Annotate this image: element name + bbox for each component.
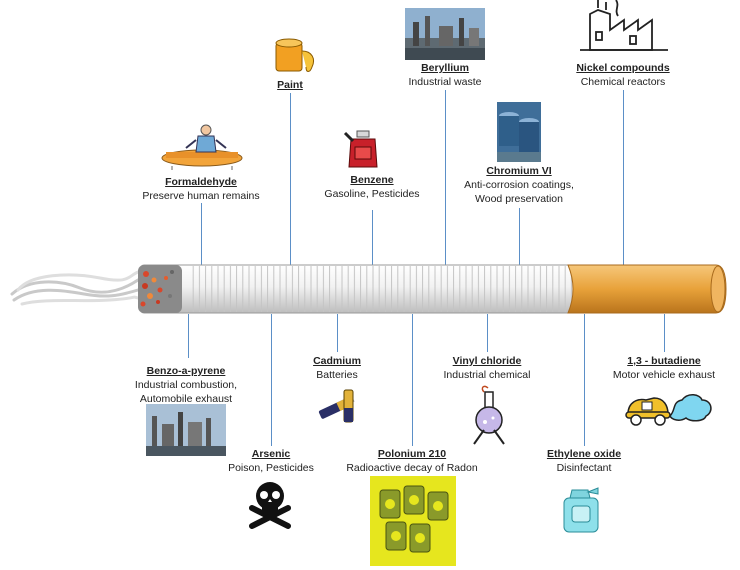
paint-can-icon bbox=[275, 38, 315, 72]
name-polonium: Polonium 210 bbox=[377, 448, 447, 460]
factory-photo-icon bbox=[405, 8, 485, 60]
skull-crossbones-icon bbox=[249, 482, 291, 529]
label-formaldehyde: Formaldehyde Preserve human remains bbox=[131, 175, 271, 203]
desc-formaldehyde: Preserve human remains bbox=[142, 190, 260, 202]
desc-arsenic: Poison, Pesticides bbox=[228, 462, 314, 474]
connector-paint bbox=[290, 93, 292, 267]
name-beryllium: Beryllium bbox=[421, 62, 469, 74]
connector-beryllium bbox=[445, 90, 447, 267]
name-nickel: Nickel compounds bbox=[576, 62, 670, 74]
burning-tip bbox=[138, 265, 182, 313]
label-vinyl: Vinyl chloride Industrial chemical bbox=[432, 354, 542, 382]
gas-can-icon bbox=[343, 130, 378, 168]
label-beryllium: Beryllium Industrial waste bbox=[390, 61, 500, 89]
name-vinyl: Vinyl chloride bbox=[452, 355, 522, 367]
name-paint: Paint bbox=[277, 79, 303, 91]
connector-vinyl bbox=[487, 314, 489, 352]
desc-beryllium: Industrial waste bbox=[408, 76, 482, 88]
label-benzene: Benzene Gasoline, Pesticides bbox=[312, 173, 432, 201]
desc-cadmium: Batteries bbox=[316, 369, 358, 381]
name-arsenic: Arsenic bbox=[251, 448, 291, 460]
label-polonium: Polonium 210 Radioactive decay of Radon bbox=[337, 447, 487, 475]
connector-arsenic bbox=[271, 314, 273, 446]
connector-formaldehyde bbox=[201, 203, 203, 267]
label-arsenic: Arsenic Poison, Pesticides bbox=[216, 447, 326, 475]
connector-polonium bbox=[412, 314, 414, 446]
label-paint: Paint bbox=[260, 78, 320, 92]
label-chromium: Chromium VI Anti-corrosion coatings, Woo… bbox=[449, 164, 589, 206]
desc-ethylene: Disinfectant bbox=[556, 462, 612, 474]
desc-nickel: Chemical reactors bbox=[580, 76, 666, 88]
name-benzene: Benzene bbox=[350, 174, 394, 186]
desc-benzo-2: Automobile exhaust bbox=[139, 393, 233, 405]
embalmer-icon bbox=[161, 124, 243, 170]
label-butadiene: 1,3 - butadiene Motor vehicle exhaust bbox=[599, 354, 729, 382]
name-cadmium: Cadmium bbox=[313, 355, 361, 367]
smoke-wisp bbox=[10, 270, 140, 306]
name-butadiene: 1,3 - butadiene bbox=[627, 355, 701, 367]
spray-bottle-icon bbox=[563, 487, 599, 533]
label-cadmium: Cadmium Batteries bbox=[297, 354, 377, 382]
desc-vinyl: Industrial chemical bbox=[443, 369, 531, 381]
connector-butadiene bbox=[664, 314, 666, 352]
desc-chromium-1: Anti-corrosion coatings, bbox=[464, 179, 574, 191]
name-benzo: Benzo-a-pyrene bbox=[146, 365, 226, 377]
label-benzo: Benzo-a-pyrene Industrial combustion, Au… bbox=[116, 364, 256, 406]
name-formaldehyde: Formaldehyde bbox=[165, 176, 237, 188]
desc-benzo-1: Industrial combustion, bbox=[134, 379, 238, 391]
connector-cadmium bbox=[337, 314, 339, 352]
connector-chromium bbox=[519, 208, 521, 267]
batteries-icon bbox=[318, 389, 355, 423]
connector-benzo bbox=[188, 314, 190, 358]
cigarette-illustration bbox=[10, 264, 727, 314]
desc-polonium: Radioactive decay of Radon bbox=[346, 462, 478, 474]
connector-nickel bbox=[623, 90, 625, 267]
desc-butadiene: Motor vehicle exhaust bbox=[612, 369, 716, 381]
label-ethylene: Ethylene oxide Disinfectant bbox=[534, 447, 634, 475]
desc-chromium-2: Wood preservation bbox=[475, 193, 563, 205]
name-chromium: Chromium VI bbox=[486, 165, 552, 177]
connector-benzene bbox=[372, 210, 374, 267]
desc-benzene: Gasoline, Pesticides bbox=[324, 188, 420, 200]
name-ethylene: Ethylene oxide bbox=[546, 448, 622, 460]
connector-ethylene bbox=[584, 314, 586, 446]
label-nickel: Nickel compounds Chemical reactors bbox=[563, 61, 683, 89]
refinery-photo-icon bbox=[146, 404, 226, 456]
radioactive-barrels-icon bbox=[370, 476, 456, 566]
flask-icon bbox=[473, 385, 505, 445]
factory-sketch-icon bbox=[580, 0, 668, 51]
barrels-photo-icon bbox=[497, 102, 541, 162]
car-exhaust-icon bbox=[625, 394, 712, 426]
